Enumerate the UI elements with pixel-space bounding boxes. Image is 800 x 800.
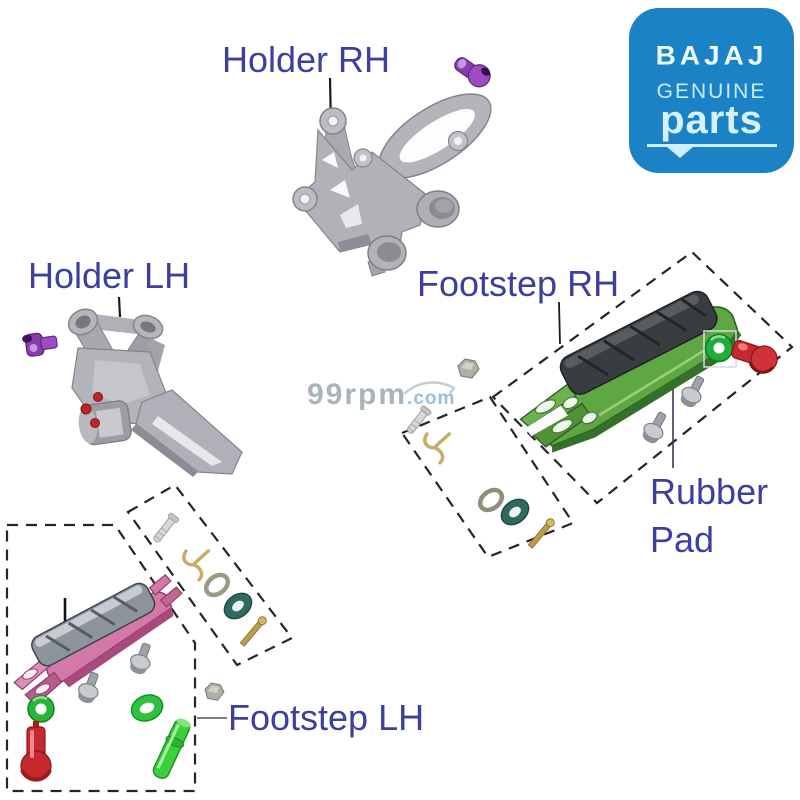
oring-teal-rh	[500, 498, 530, 526]
nut-lh	[204, 682, 225, 701]
logo-arrow-icon	[666, 147, 693, 158]
clevis-pin-lh	[153, 512, 180, 543]
red-bolt-lh	[20, 721, 52, 782]
watermark-site-text: 99rpm	[307, 378, 408, 411]
purple-bolt-rh	[454, 57, 491, 88]
spring-clip-lh	[182, 549, 211, 582]
smallparts-rh-box-outline	[400, 395, 575, 559]
watermark-swoosh	[403, 381, 456, 395]
logo-genuine-text: GENUINE	[656, 80, 767, 103]
oring-green-large-lh	[130, 694, 164, 722]
footstep-lh-part	[13, 574, 183, 707]
footstep-rh-label: Footstep RH	[417, 263, 620, 304]
purple-bolt-lh	[22, 332, 58, 357]
smallparts-lh-box-outline	[126, 483, 294, 667]
leader-footstep-rh	[558, 301, 561, 345]
footstep-lh-label: Footstep LH	[228, 697, 425, 738]
watermark-tld-text: .com	[407, 388, 456, 409]
oring-green-small-lh	[27, 695, 55, 723]
screw-rh-1	[680, 375, 705, 408]
nut-rh	[457, 358, 480, 379]
red-bolt-rh	[731, 340, 778, 374]
holder-rh-label: Holder RH	[222, 39, 391, 80]
logo-parts-text: parts	[660, 98, 763, 142]
footstep-rh-box-outline	[491, 250, 794, 505]
holder-lh-part	[67, 308, 243, 477]
footstep-rh-part	[519, 290, 742, 453]
gold-pin-rh	[527, 518, 555, 549]
gold-pin-lh	[239, 616, 267, 647]
oring-green-rh	[704, 333, 734, 363]
holder-rh-part	[292, 93, 492, 277]
washer-ring-rh	[477, 487, 505, 513]
washer-ring-lh	[203, 572, 231, 598]
screw-lh-2	[130, 642, 151, 675]
rubber-pad-lh	[31, 582, 156, 667]
clevis-pin-rh	[406, 405, 432, 434]
logo-underline	[646, 144, 777, 158]
holder-lh-label: Holder LH	[28, 255, 191, 296]
rubber-pad-label: Rubber Pad	[650, 471, 769, 560]
screw-rh-2	[642, 411, 667, 444]
logo-brand-text: BAJAJ	[655, 40, 768, 71]
spring-clip-rh	[423, 432, 452, 465]
green-pin-lh	[152, 718, 191, 779]
oring-teal-lh	[223, 592, 253, 620]
leader-holder-lh	[117, 296, 122, 318]
footstep-lh-box-outline	[5, 523, 197, 793]
rubber-pad-rh	[559, 290, 718, 395]
watermark: 99rpm .com	[307, 378, 455, 412]
screw-lh-1	[78, 671, 99, 704]
bajaj-genuine-parts-logo: BAJAJ GENUINE parts	[629, 8, 794, 173]
